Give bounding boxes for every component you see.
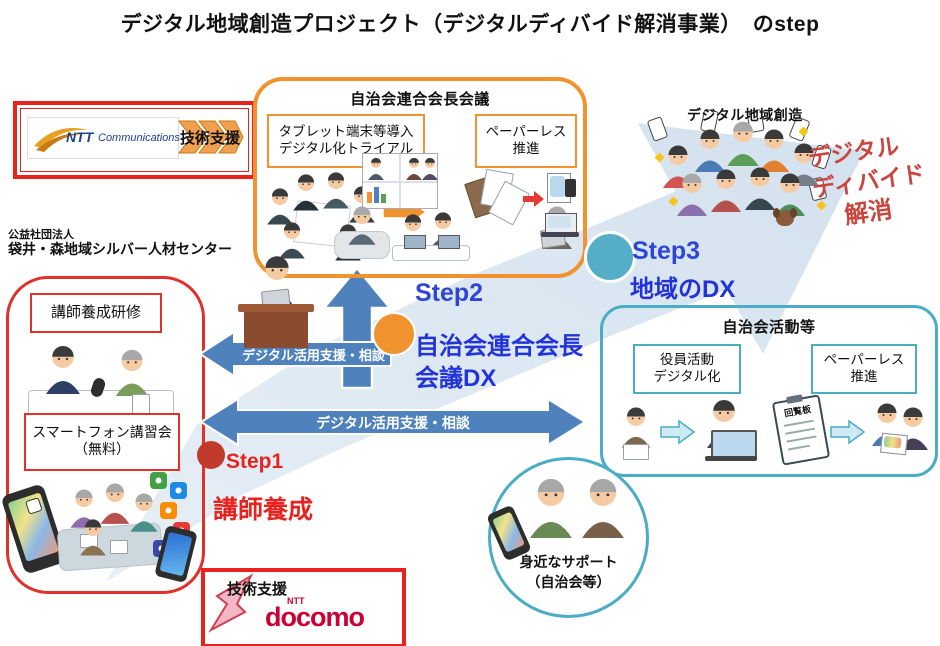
- council-paperless-line2: 推進: [512, 141, 540, 156]
- app-icon: [150, 472, 167, 489]
- activity-paperless-line1: ペーパーレス: [823, 352, 905, 368]
- step2-desc-line1: 自治会連合会長: [415, 333, 583, 360]
- ntt-chevrons-icon: 技術支援: [177, 115, 245, 159]
- ntt-logo-main: NTT: [66, 129, 94, 145]
- support-circle: 身近なサポート （自治会等）: [486, 457, 649, 618]
- ntt-logo: NTT Communications: [27, 117, 180, 159]
- docomo-logo-main: docomo: [265, 602, 365, 632]
- step2-desc-line2: 会議DX: [415, 365, 497, 392]
- tablet-icon: [547, 173, 571, 203]
- silver-center-name: 袋井・森地域シルバー人材センター: [8, 241, 232, 257]
- smartphone-icon: [565, 179, 576, 197]
- support-circle-line2: （自治会等）: [526, 574, 611, 590]
- docomo-logo-sub: NTT: [287, 596, 305, 606]
- activity-paperless-line2: 推進: [850, 369, 878, 384]
- activity-paperless-box: ペーパーレス 推進: [811, 344, 917, 394]
- ntt-support-box: NTT Communications 技術支援: [13, 101, 256, 179]
- step1-bullet: [197, 441, 225, 469]
- support-arrow-left-label: デジタル活用支援・相談: [242, 348, 385, 363]
- tablet-icon: [880, 432, 908, 456]
- teal-arrow-icon: [660, 419, 696, 445]
- docomo-logo: NTT docomo: [257, 596, 387, 636]
- smartphone-class-line1: スマートフォン講習会: [32, 425, 172, 441]
- silver-center-type: 公益社団法人: [8, 229, 74, 241]
- activity-officer-line1: 役員活動: [660, 352, 714, 368]
- teal-arrow-icon: [830, 419, 866, 445]
- clipboard-label: 回覧板: [783, 404, 812, 419]
- activity-officer-line2: デジタル化: [653, 369, 721, 384]
- step1-name: Step1: [226, 450, 284, 473]
- smartphone-class-line2: （無料）: [74, 443, 130, 458]
- council-paperless-line1: ペーパーレス: [485, 124, 567, 140]
- training-label-box: 講師養成研修: [30, 293, 162, 333]
- divide-elimination-text: デジタル ディバイド 解消: [806, 126, 940, 236]
- illustration-video-conference: [334, 151, 564, 269]
- council-box: 自治会連合会長会議 タブレット端末等導入 デジタル化トライアル ペーパーレス 推…: [253, 77, 587, 278]
- app-icon: [170, 482, 187, 499]
- silver-center-box: [6, 276, 205, 594]
- creation-label: デジタル地域創造: [687, 107, 803, 123]
- illustration-officer-digitalization: [617, 396, 767, 466]
- council-title: 自治会連合会長会議: [350, 91, 490, 108]
- step2-name: Step2: [415, 279, 484, 307]
- council-tablet-line1: タブレット端末等導入: [278, 124, 414, 140]
- docomo-support-box: 技術支援 NTT docomo: [201, 568, 406, 646]
- video-conference-icon: [362, 153, 438, 209]
- step3-bullet: [584, 231, 636, 283]
- illustration-crowd-with-phones: [646, 108, 833, 240]
- laptop-icon: [438, 235, 460, 249]
- dog-icon: [773, 208, 797, 226]
- activity-officer-box: 役員活動 デジタル化: [633, 344, 741, 394]
- podium-icon: [238, 304, 314, 312]
- ntt-support-label: 技術支援: [180, 130, 241, 147]
- smartphone-icon: [0, 483, 68, 575]
- training-label: 講師養成研修: [50, 304, 141, 321]
- step1-desc: 講師養成: [213, 496, 314, 524]
- step3-name: Step3: [632, 237, 701, 265]
- page-title: デジタル地域創造プロジェクト（デジタルディバイド解消事業） のstep: [120, 13, 820, 36]
- docomo-support-label: 技術支援: [227, 581, 288, 598]
- illustration-circular-to-tablet: 回覧板: [771, 394, 927, 466]
- app-icon: [160, 502, 177, 519]
- ntt-logo-sub: Communications: [98, 132, 180, 144]
- support-arrow-double: デジタル活用支援・相談: [198, 396, 588, 448]
- illustration-paperless: [464, 168, 579, 269]
- red-arrow-icon: [523, 191, 544, 207]
- illustration-presenter-podium: [228, 250, 320, 348]
- laptop-icon: [545, 213, 577, 234]
- clipboard-icon: 回覧板: [771, 394, 831, 466]
- support-circle-line1: 身近なサポート: [519, 554, 618, 570]
- step2-bullet: [372, 312, 416, 356]
- laptop-icon: [404, 235, 426, 249]
- council-tablet-line2: デジタル化トライアル: [278, 141, 414, 156]
- ntt-swoosh-icon: [34, 128, 88, 152]
- illustration-smartphone-class: [0, 468, 198, 584]
- support-arrow-double-label: デジタル活用支援・相談: [316, 415, 470, 431]
- smartphone-class-box: スマートフォン講習会 （無料）: [24, 413, 180, 471]
- illustration-instructor-training: [22, 336, 180, 416]
- step3-desc: 地域のDX: [630, 276, 736, 303]
- council-paperless-box: ペーパーレス 推進: [475, 114, 577, 168]
- activity-title: 自治会活動等: [722, 319, 816, 336]
- activity-box: 自治会活動等 役員活動 デジタル化 ペーパーレス 推進 回覧板: [600, 305, 938, 477]
- pink-arrow-icon: [208, 573, 254, 633]
